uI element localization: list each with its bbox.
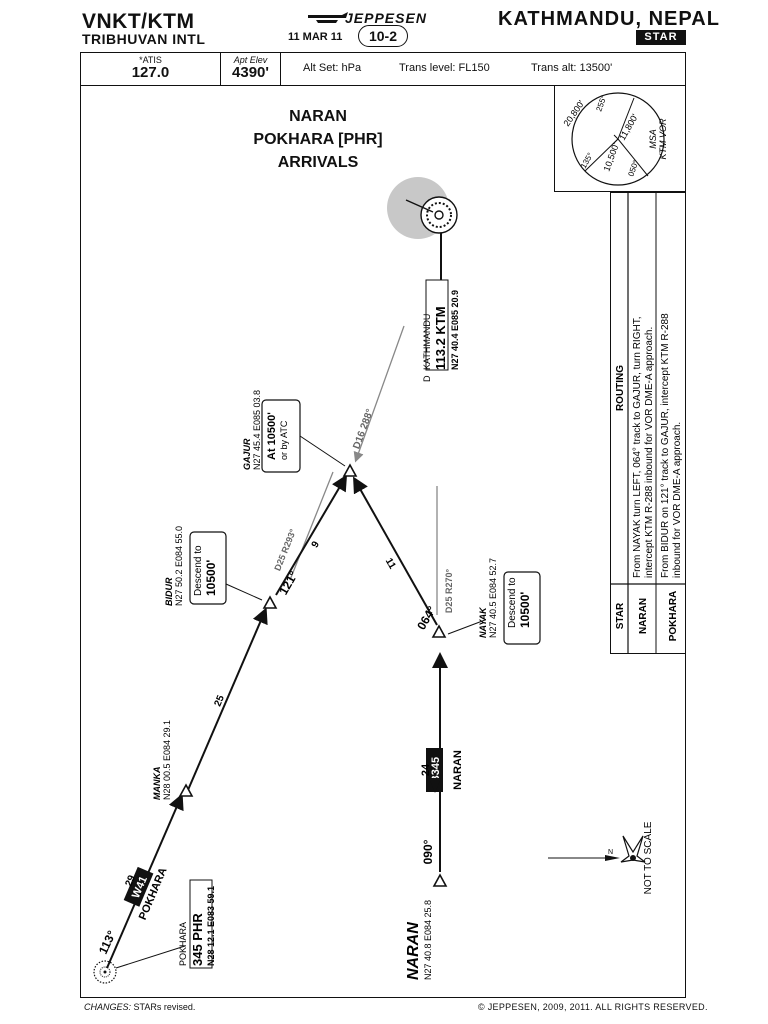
bidur-alt-l1: Descend to [193, 545, 204, 596]
compass-eagle-icon [620, 835, 646, 863]
nayak-coords: N27 40.5 E084 52.7 [488, 558, 498, 638]
elevation-value: 4390' [232, 64, 269, 81]
gajur-name: GAJUR [242, 438, 252, 470]
track-121: 121° [276, 569, 301, 598]
radial-d25-270: D25 R270° [444, 569, 454, 614]
pokhara-name: POKHARA [178, 922, 188, 966]
title-naran: NARAN [289, 108, 347, 125]
radial-d16-288: D16 288° [351, 408, 376, 451]
bidur-name: BIDUR [164, 577, 174, 606]
distance-11: 11 [383, 556, 398, 571]
pokhara-ndb-icon [93, 960, 117, 984]
airway-w41-badge [123, 866, 154, 907]
bidur-alt-box [189, 531, 227, 605]
gajur-alt: At 10500' [266, 412, 278, 460]
routing-row-naran-star: NARAN [638, 598, 649, 634]
airway-b345-label: B345 [430, 757, 442, 783]
manka-coords: N28 00.5 E084 29.1 [162, 720, 172, 800]
north-arrow-icon: N [548, 849, 620, 861]
waypoint-manka-icon [178, 783, 194, 797]
transition-altitude: Trans alt: 13500' [531, 62, 613, 74]
distance-24: 24 [420, 763, 432, 776]
transition-level: Trans level: FL150 [399, 62, 490, 74]
distance-29: 29 [123, 873, 138, 888]
pokhara-freq: 345 PHR [190, 913, 205, 966]
routing-row-naran-l2: intercept KTM R-288 inbound for VOR DME-… [644, 327, 655, 578]
nayak-alt-l1: Descend to [507, 577, 518, 628]
track-113: 113° [96, 928, 119, 956]
chart-frame [80, 86, 686, 998]
atis-cell: *ATIS 127.0 [81, 53, 221, 85]
atis-frequency: 127.0 [131, 64, 170, 81]
kathmandu-name: KATHMANDU [422, 314, 432, 370]
routing-row-pokhara-star: POKHARA [668, 591, 679, 642]
routing-row-pokhara-l2: inbound for VOR DME-A approach. [672, 422, 683, 578]
jeppesen-logo-icon [308, 12, 348, 23]
msa-diagram: MSA KTM VOR 20,800' 11,800' 10,500' 255°… [561, 92, 668, 186]
kathmandu-coords: N27 40.4 E085 20.9 [450, 290, 460, 370]
changes-label: CHANGES: [84, 1002, 132, 1012]
msa-vor-label: KTM VOR [658, 118, 668, 160]
north-label: N [608, 849, 613, 856]
waypoint-gajur-icon [342, 463, 358, 477]
naran-coords: N27 40.8 E084 25.8 [423, 900, 433, 980]
changes-text: STARs revised. [133, 1002, 196, 1012]
chart-number: 10-2 [358, 25, 408, 47]
publisher-name: JEPPESEN [345, 10, 427, 26]
routing-row-naran-l1: From NAYAK turn LEFT, 064° track to GAJU… [632, 317, 643, 578]
kathmandu-prefix: D [422, 375, 432, 382]
route-label-naran: NARAN [452, 750, 464, 790]
distance-9: 9 [310, 539, 323, 550]
routing-table-grid: STAR ROUTING NARAN POKHARA From NAYAK tu… [610, 192, 686, 654]
waypoint-nayak-icon [431, 624, 447, 638]
routing-row-pokhara-l1: From BIDUR on 121° track to GAJUR, inter… [660, 313, 671, 578]
waypoint-naran-icon [432, 873, 448, 887]
gajur-coords: N27 45.4 E085 03.8 [252, 390, 262, 470]
routing-header-star: STAR [615, 602, 626, 629]
airport-name: TRIBHUVAN INTL [82, 31, 206, 47]
atis-label: *ATIS [139, 55, 162, 65]
track-090: 090° [421, 839, 435, 864]
airport-identifier: VNKT/KTM [82, 10, 195, 33]
msa-label: MSA [648, 129, 658, 149]
kathmandu-freq: 113.2 KTM [433, 306, 448, 370]
not-to-scale-label: NOT TO SCALE [643, 821, 654, 894]
waypoint-bidur-icon [262, 595, 278, 609]
msa-circle [571, 92, 665, 186]
title-arrivals: ARRIVALS [277, 154, 359, 171]
changes-note: CHANGES: STARs revised. [84, 1002, 195, 1012]
copyright: © JEPPESEN, 2009, 2011. ALL RIGHTS RESER… [478, 1002, 708, 1012]
ktm-radial-293 [289, 471, 334, 581]
info-bar: *ATIS 127.0 Apt Elev 4390' Alt Set: hPa … [80, 52, 686, 86]
city-name: KATHMANDU, NEPAL [498, 8, 720, 30]
kathmandu-vor-icon [434, 210, 444, 220]
naran-name: NARAN [405, 922, 422, 980]
gajur-alt-note: or by ATC [279, 420, 289, 460]
pokhara-coords: N28 12.1 E083 59.1 [206, 886, 216, 966]
bidur-alt-l2: 10500' [204, 560, 218, 596]
leg-bidur-gajur [275, 474, 348, 596]
distance-25: 25 [212, 693, 227, 708]
altimeter-setting: Alt Set: hPa [303, 62, 362, 74]
nayak-alt-box [503, 571, 541, 645]
nayak-name: NAYAK [478, 606, 488, 638]
track-064: 064° [414, 604, 439, 633]
chart-type-badge: STAR [636, 30, 686, 45]
routing-header-routing: ROUTING [615, 365, 626, 411]
leg-nayak-gajur [353, 476, 438, 626]
revision-date: 11 MAR 11 [288, 31, 343, 43]
bidur-coords: N27 50.2 E084 55.0 [174, 526, 184, 606]
msa-box [554, 86, 686, 192]
manka-name: MANKA [152, 767, 162, 801]
elevation-label: Apt Elev [233, 55, 268, 65]
elevation-cell: Apt Elev 4390' [221, 53, 281, 85]
title-pokhara: POKHARA [PHR] [253, 131, 383, 148]
nayak-alt-l2: 10500' [518, 592, 532, 628]
ktm-radial-288 [353, 325, 405, 463]
routing-table [610, 192, 686, 654]
leg-manka-bidur [187, 607, 268, 791]
